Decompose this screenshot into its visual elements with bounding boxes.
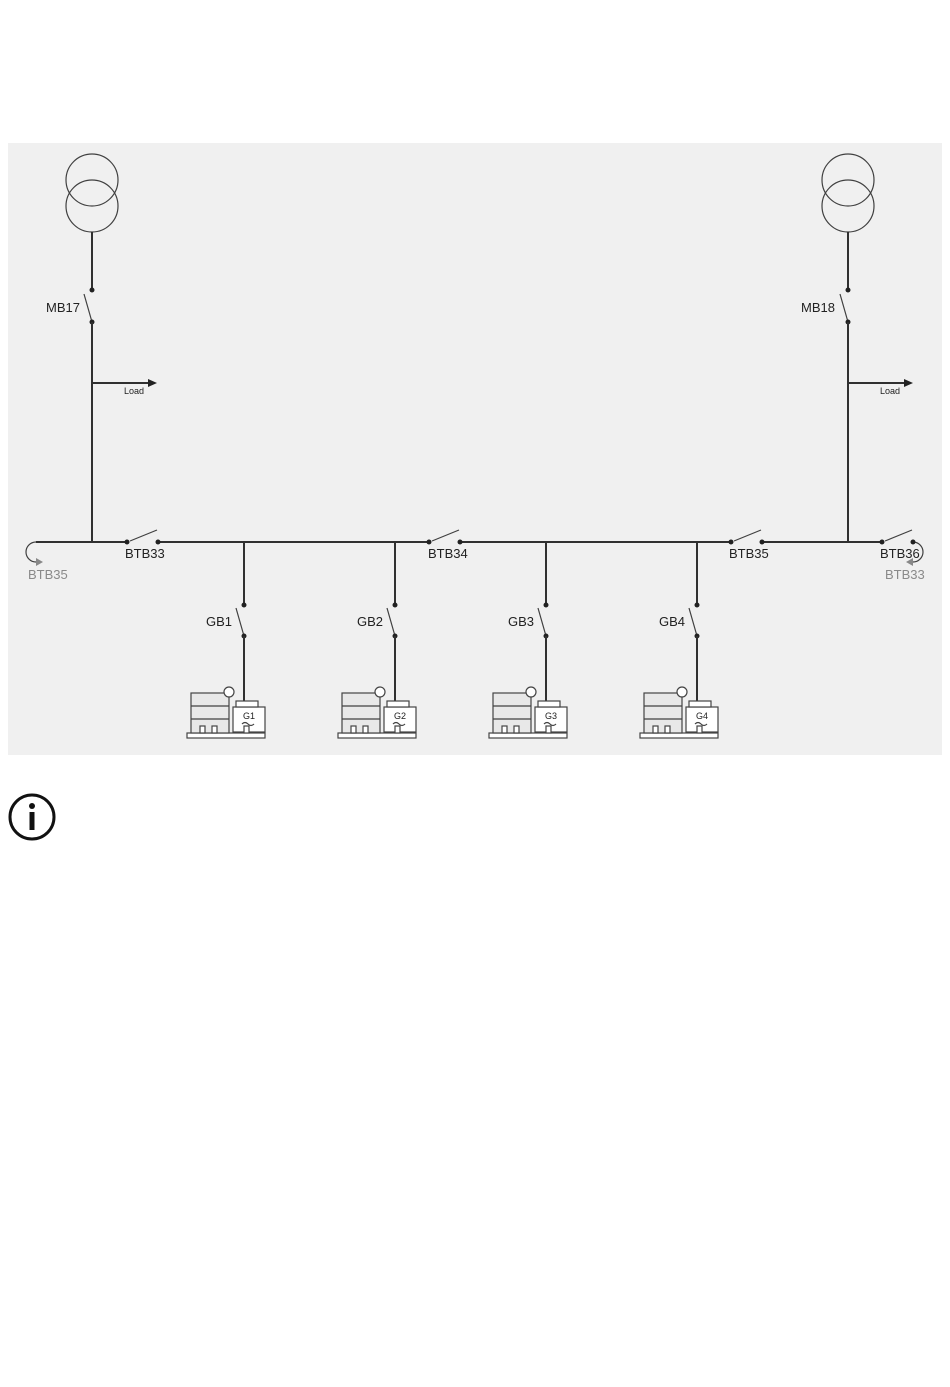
transformer-left[interactable] [66,154,118,232]
generator-breaker-gb4[interactable] [689,603,700,639]
breaker-label-mb18: MB18 [801,300,835,315]
generator-set-g1[interactable]: G1 [187,687,265,738]
generator-set-g2[interactable]: G2 [338,687,416,738]
info-icon [8,793,58,843]
bus-link-label-left: BTB35 [28,567,68,582]
breaker-label-btb33: BTB33 [125,546,165,561]
breaker-label-btb35: BTB35 [729,546,769,561]
generator-breaker-gb2[interactable] [387,603,398,639]
load-label-left: Load [124,386,144,396]
generator-label-g1: G1 [243,711,255,721]
bus-tie-breaker-btb36[interactable] [880,530,916,545]
main-breaker-mb18[interactable] [840,288,851,325]
breaker-label-btb34: BTB34 [428,546,468,561]
breaker-label-btb36: BTB36 [880,546,920,561]
main-breaker-mb17[interactable] [84,288,95,325]
transformer-right[interactable] [822,154,874,232]
generator-label-g3: G3 [545,711,557,721]
generator-label-g2: G2 [394,711,406,721]
load-label-right: Load [880,386,900,396]
generator-breaker-gb3[interactable] [538,603,549,639]
generator-breaker-gb1[interactable] [236,603,247,639]
breaker-label-gb3: GB3 [508,614,534,629]
breaker-label-mb17: MB17 [46,300,80,315]
bus-link-left [26,542,43,566]
breaker-label-gb1: GB1 [206,614,232,629]
generator-set-g4[interactable]: G4 [640,687,718,738]
breaker-label-gb2: GB2 [357,614,383,629]
generator-set-g3[interactable]: G3 [489,687,567,738]
bus-tie-breaker-btb33[interactable] [125,530,161,545]
bus-tie-breaker-btb35[interactable] [729,530,765,545]
generator-label-g4: G4 [696,711,708,721]
bus-link-label-right: BTB33 [885,567,925,582]
breaker-label-gb4: GB4 [659,614,685,629]
bus-tie-breaker-btb34[interactable] [427,530,463,545]
